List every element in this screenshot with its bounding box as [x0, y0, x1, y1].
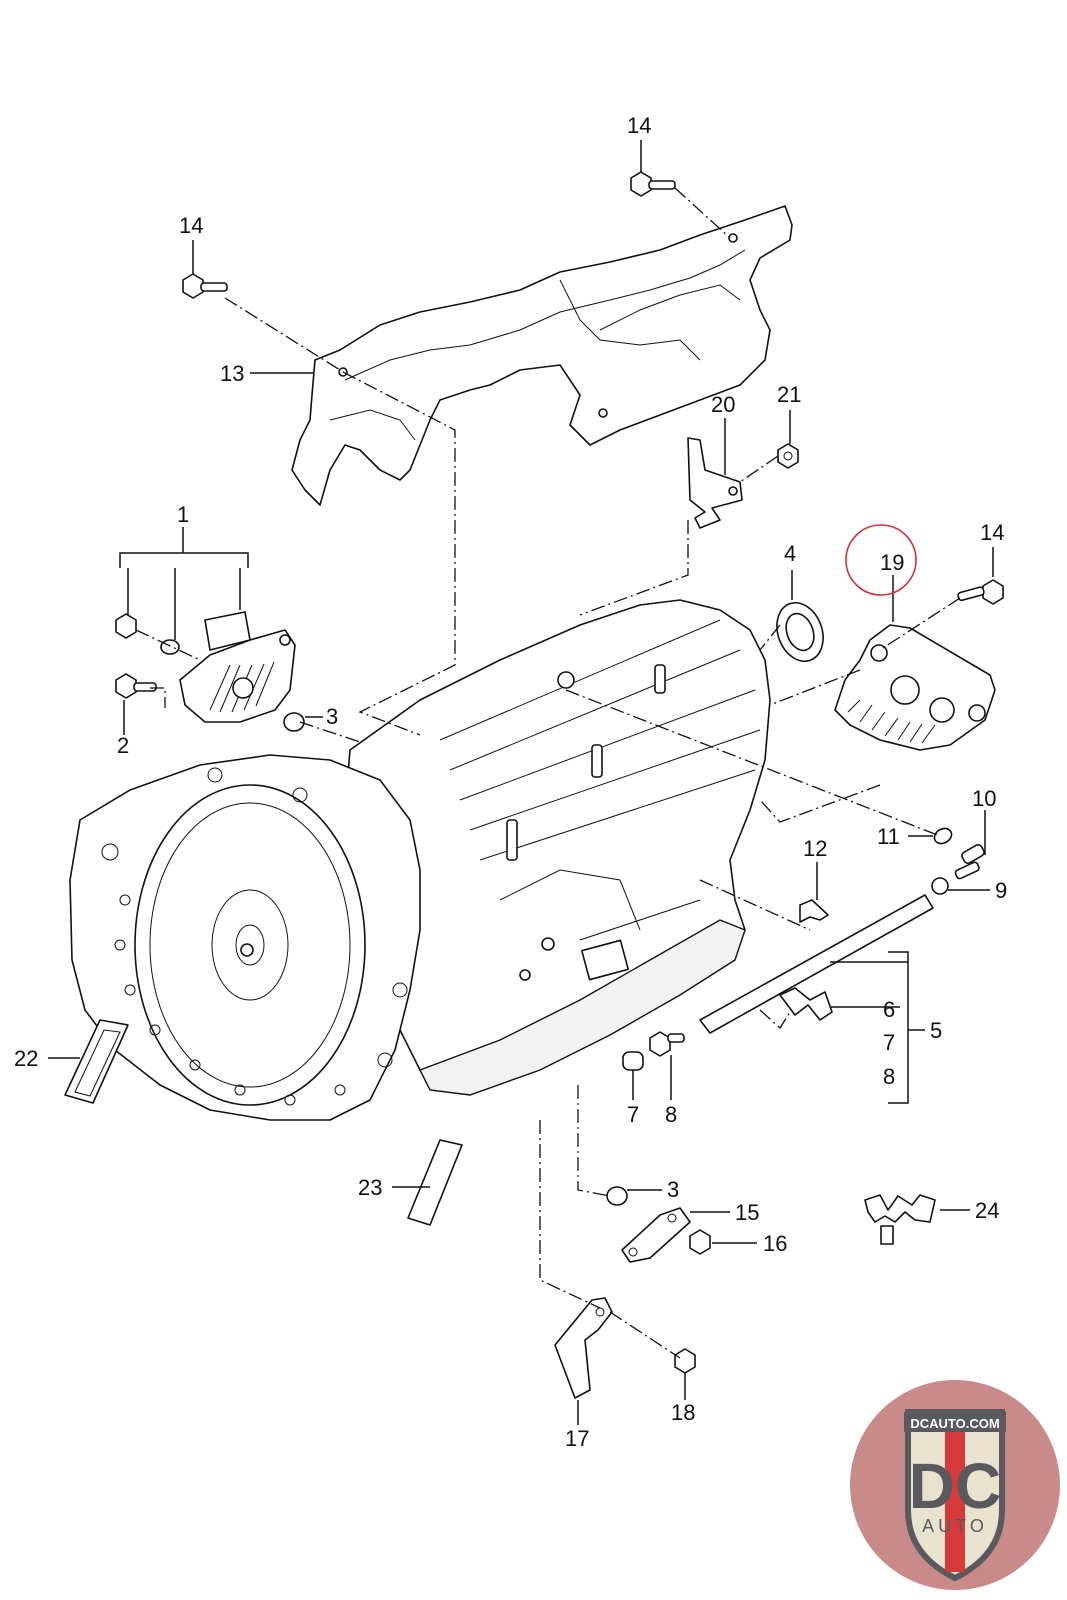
- callout-19: 19: [880, 550, 904, 575]
- callout-14: 14: [179, 213, 203, 238]
- washer-part: [160, 639, 180, 655]
- nut-part: [689, 1229, 711, 1255]
- hose-part: [699, 894, 934, 1034]
- callout-10: 10: [972, 786, 996, 811]
- plug-part: [622, 1051, 644, 1071]
- cover-part: [834, 624, 996, 751]
- callout-6: 6: [883, 997, 895, 1022]
- selector-switch-part: [179, 611, 296, 723]
- nut-part: [115, 613, 137, 639]
- callout-7: 7: [627, 1102, 639, 1127]
- callout-24: 24: [975, 1198, 999, 1223]
- bracket-part: [554, 1297, 613, 1399]
- bolt-part: [182, 273, 228, 299]
- logo-sub-text: AUTO: [922, 1516, 988, 1536]
- callout-13: 13: [220, 361, 244, 386]
- callout-9: 9: [995, 878, 1007, 903]
- dcauto-logo: DCAUTO.COM DC AUTO: [850, 1380, 1060, 1590]
- washer-part: [933, 827, 953, 845]
- callout-7: 7: [883, 1030, 895, 1055]
- callout-18: 18: [671, 1400, 695, 1425]
- callout-22: 22: [14, 1046, 38, 1071]
- transmission-housing-part: [69, 599, 771, 1121]
- bolt-part: [630, 171, 676, 197]
- logo-url-text: DCAUTO.COM: [910, 1416, 999, 1431]
- callout-14: 14: [627, 113, 651, 138]
- bolt-part: [957, 579, 1004, 605]
- assembly-lines: [135, 187, 961, 1359]
- clip-part: [864, 1194, 936, 1245]
- callout-23: 23: [358, 1175, 382, 1200]
- nut-part: [777, 443, 799, 469]
- heat-shield-part: [291, 205, 793, 506]
- washer-part: [606, 1186, 628, 1206]
- callout-3: 3: [326, 704, 338, 729]
- callout-8: 8: [883, 1064, 895, 1089]
- bolt-part: [674, 1348, 696, 1374]
- callout-2: 2: [117, 733, 129, 758]
- seal-part: [776, 602, 824, 662]
- fitting-part: [954, 843, 985, 880]
- bracket-part: [687, 437, 743, 529]
- callout-1: 1: [177, 502, 189, 527]
- bracket-part: [621, 1207, 691, 1263]
- callout-3: 3: [667, 1177, 679, 1202]
- callout-8: 8: [665, 1102, 677, 1127]
- seal-part: [64, 1019, 129, 1104]
- clip-part: [779, 987, 833, 1021]
- highlight-circle: [845, 524, 917, 596]
- plug-part: [407, 1139, 463, 1226]
- seal-part: [283, 712, 305, 732]
- logo-mark-text: DC: [909, 1450, 1001, 1522]
- clamp-part: [931, 877, 949, 895]
- callout-labels: 1 2 3 3 4 5 6 7 8 7 8 9 10 11 12 13 14 1…: [14, 113, 1007, 1451]
- callout-14: 14: [980, 520, 1004, 545]
- callout-5: 5: [930, 1018, 942, 1043]
- callout-12: 12: [803, 836, 827, 861]
- bolt-part: [115, 673, 157, 699]
- callout-4: 4: [784, 541, 796, 566]
- callout-15: 15: [735, 1200, 759, 1225]
- callout-11: 11: [877, 824, 900, 849]
- callout-21: 21: [777, 382, 801, 407]
- callout-17: 17: [565, 1426, 589, 1451]
- bolt-part: [649, 1031, 685, 1057]
- callout-16: 16: [763, 1231, 787, 1256]
- callout-20: 20: [711, 392, 735, 417]
- leader-lines: [48, 140, 994, 1425]
